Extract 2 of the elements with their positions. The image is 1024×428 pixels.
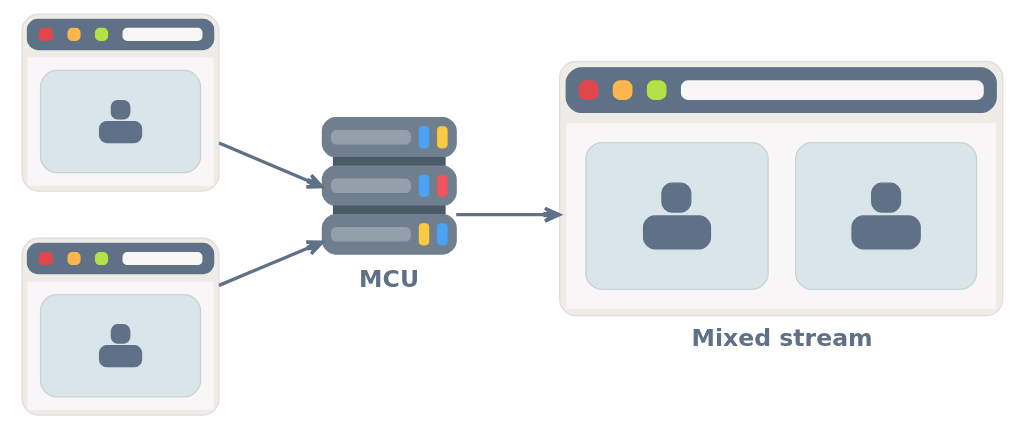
node-label: MCU bbox=[358, 265, 419, 294]
node-label: Mixed stream bbox=[690, 324, 873, 353]
